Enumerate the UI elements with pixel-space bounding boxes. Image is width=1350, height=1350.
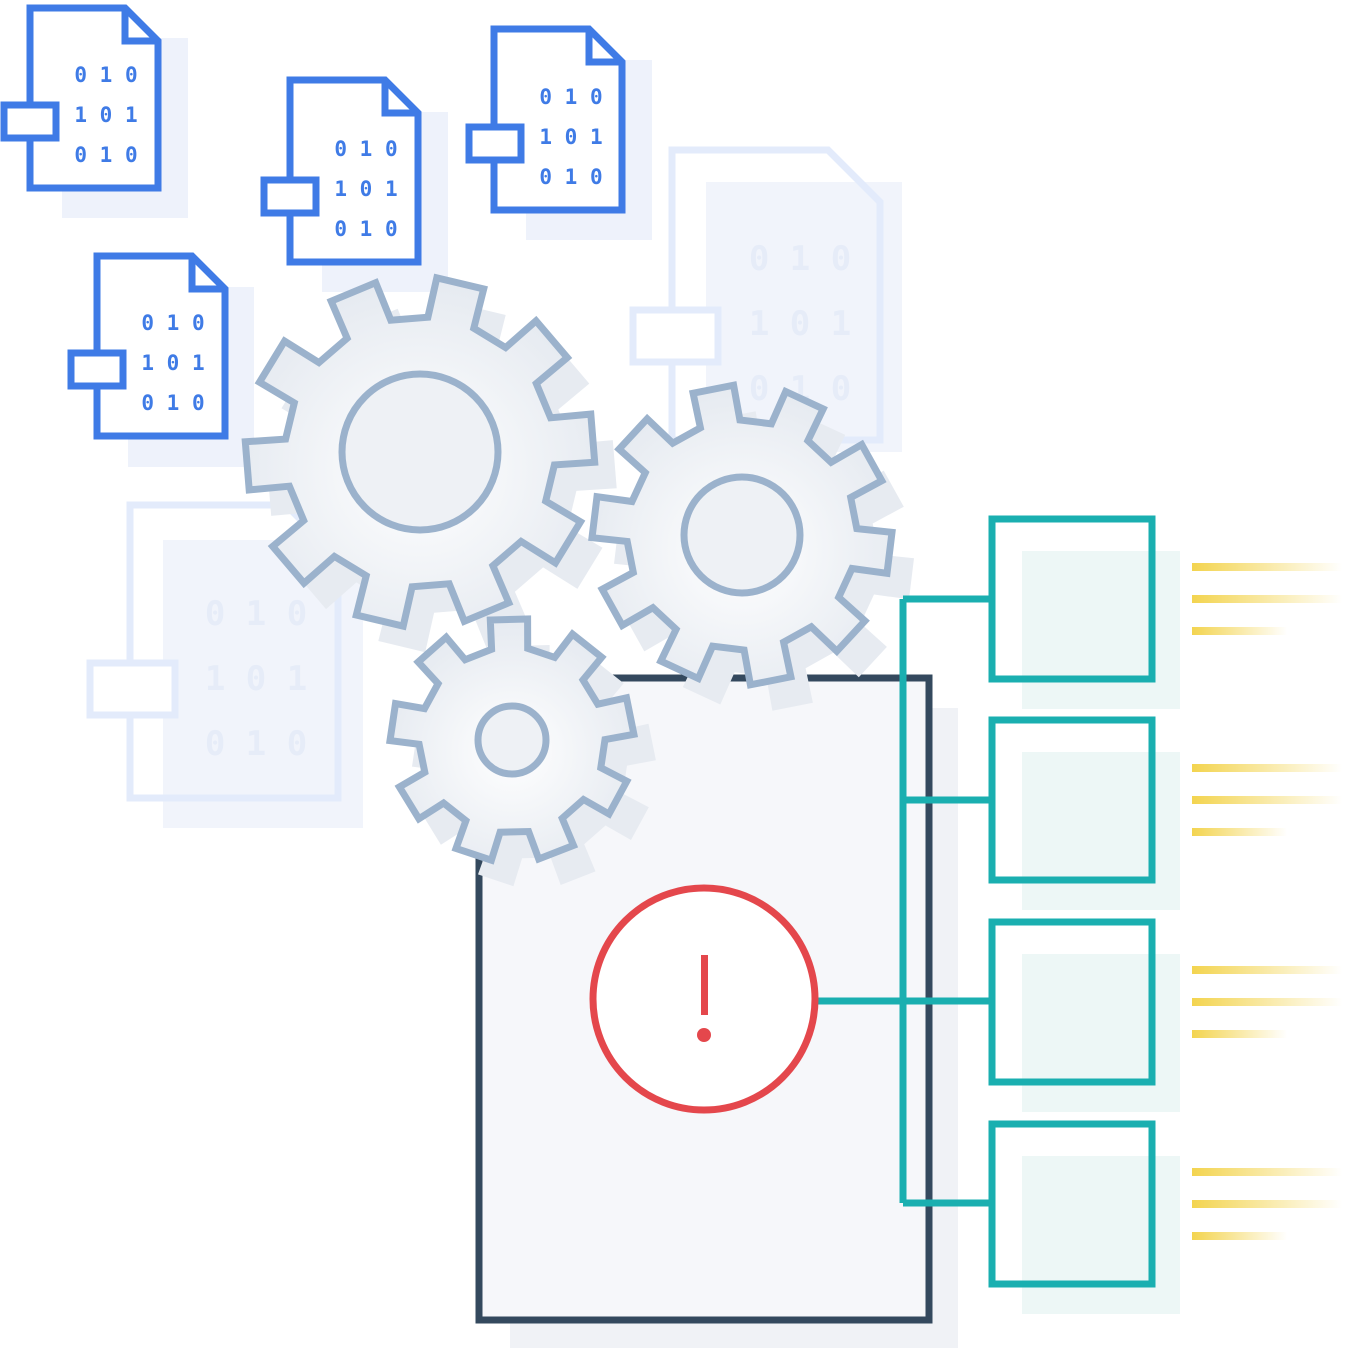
faded-binary-row-1: 0 1 0: [749, 239, 851, 279]
output-box: [988, 716, 1342, 910]
faded-binary-row-2: 1 0 1: [205, 659, 307, 699]
binary-row-2: 1 0 1: [334, 177, 397, 201]
gear-hole: [474, 702, 550, 778]
binary-row-1: 0 1 0: [74, 63, 137, 87]
binary-row-3: 0 1 0: [539, 165, 602, 189]
binary-row-2: 1 0 1: [539, 125, 602, 149]
binary-row-3: 0 1 0: [334, 217, 397, 241]
data-stream-line: [1192, 1232, 1287, 1240]
gear-icon: [588, 381, 914, 711]
data-stream-line: [1192, 1200, 1342, 1208]
data-stream-line: [1192, 764, 1342, 772]
data-stream-line: [1192, 828, 1287, 836]
gear-hole: [338, 370, 502, 534]
binary-row-2: 1 0 1: [141, 351, 204, 375]
gear-hole: [680, 473, 804, 597]
data-stream-line: [1192, 966, 1342, 974]
data-stream-line: [1192, 627, 1287, 635]
binary-file-icon: 0 1 0 1 0 1 0 1 0: [465, 25, 652, 240]
faded-binary-file-icon: 0 1 0 1 0 1 0 1 0: [86, 501, 363, 828]
binary-row-1: 0 1 0: [334, 137, 397, 161]
faded-binary-file-icon: 0 1 0 1 0 1 0 1 0: [629, 146, 902, 452]
data-stream-line: [1192, 998, 1342, 1006]
faded-binary-row-1: 0 1 0: [205, 594, 307, 634]
binary-file-icon: 0 1 0 1 0 1 0 1 0: [260, 76, 448, 292]
data-stream-line: [1192, 1168, 1342, 1176]
binary-row-1: 0 1 0: [539, 85, 602, 109]
output-box: [988, 1120, 1342, 1314]
binary-row-2: 1 0 1: [74, 103, 137, 127]
output-box: [988, 515, 1342, 709]
faded-binary-row-2: 1 0 1: [749, 304, 851, 344]
faded-binary-row-3: 0 1 0: [205, 724, 307, 764]
data-stream-line: [1192, 1030, 1287, 1038]
alert-icon: [589, 884, 819, 1114]
connector-lines: [815, 595, 992, 1207]
data-stream-line: [1192, 563, 1342, 571]
binary-row-1: 0 1 0: [141, 311, 204, 335]
data-stream-line: [1192, 796, 1342, 804]
binary-row-3: 0 1 0: [74, 143, 137, 167]
data-stream-line: [1192, 595, 1342, 603]
binary-row-3: 0 1 0: [141, 391, 204, 415]
binary-file-icon: 0 1 0 1 0 1 0 1 0: [67, 252, 254, 467]
gear-icon: [241, 273, 617, 653]
output-box: [988, 918, 1342, 1112]
binary-file-icon: 0 1 0 1 0 1 0 1 0: [0, 4, 188, 218]
gear-icon: [386, 615, 656, 887]
